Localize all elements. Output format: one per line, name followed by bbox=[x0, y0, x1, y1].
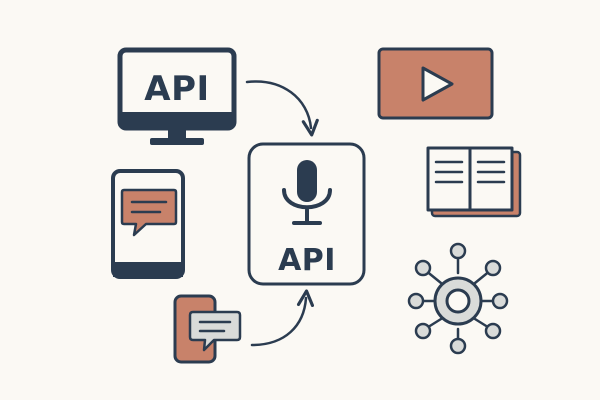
phone-message-icon bbox=[173, 294, 242, 364]
phone-chat-icon bbox=[111, 169, 185, 279]
curved-arrow-bottom bbox=[250, 289, 315, 347]
open-book-icon bbox=[426, 146, 522, 218]
monitor-icon: API bbox=[117, 47, 237, 145]
microphone-icon bbox=[282, 160, 332, 225]
central-api-label: API bbox=[278, 243, 336, 278]
monitor-api-label: API bbox=[144, 69, 209, 109]
curved-arrow-top bbox=[245, 80, 319, 137]
video-play-icon bbox=[377, 47, 494, 120]
network-hub-icon bbox=[407, 242, 509, 355]
central-api-card: API bbox=[247, 142, 366, 286]
